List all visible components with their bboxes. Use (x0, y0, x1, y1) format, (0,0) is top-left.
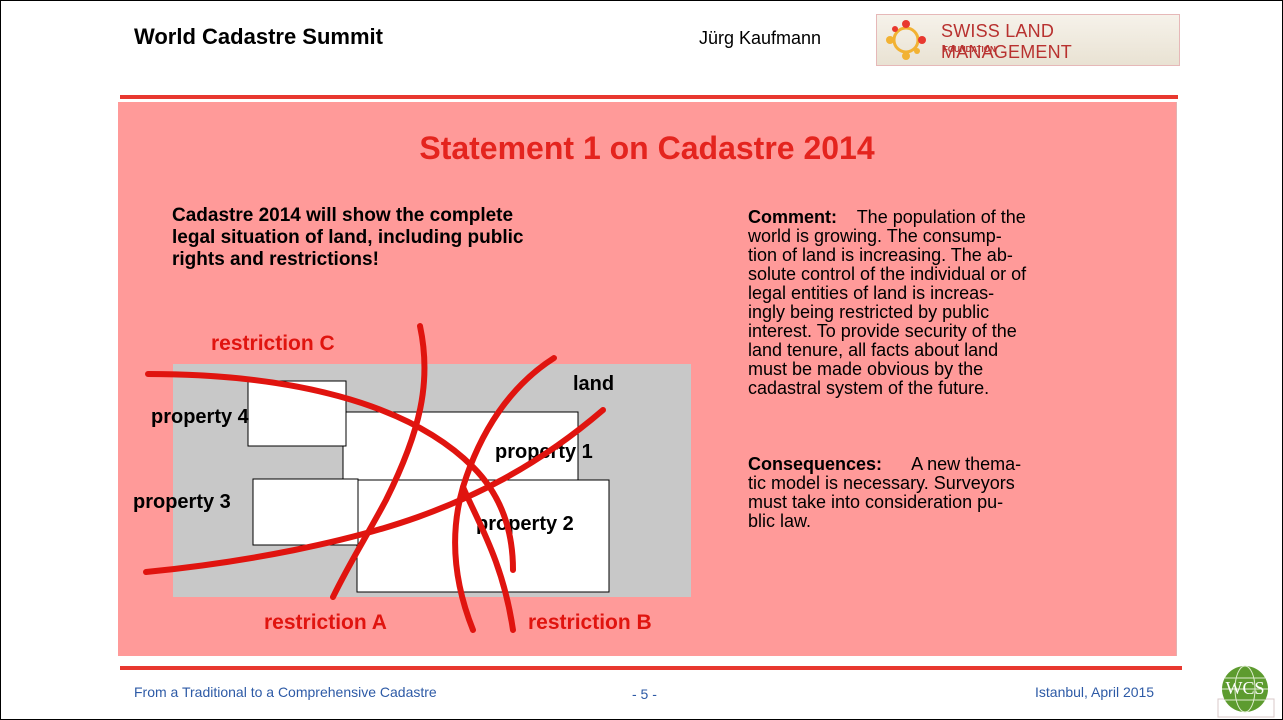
consequences-line: blic law. (748, 511, 812, 531)
comment-line: land tenure, all facts about land (748, 340, 999, 360)
comment-line: solute control of the individual or of (748, 264, 1027, 284)
statement-line: Cadastre 2014 will show the complete (172, 205, 514, 226)
footer-divider (120, 666, 1182, 670)
footer-location-date: Istanbul, April 2015 (1035, 684, 1155, 700)
property-1-parcel (342, 411, 579, 485)
property-4-parcel (247, 380, 347, 447)
consequences-text: A new thema- (911, 454, 1022, 474)
consequences-label: Consequences: (748, 454, 883, 474)
comment-line: tion of land is increasing. The ab- (748, 245, 1013, 265)
comment-text: The population of the (856, 207, 1026, 227)
property-4-label: property 4 (151, 406, 250, 428)
author-name: Jürg Kaufmann (699, 28, 822, 48)
statement-text: Cadastre 2014 will show the complete leg… (172, 205, 692, 271)
comment-line: must be made obvious by the (748, 359, 984, 379)
header-title: World Cadastre Summit (134, 24, 383, 49)
consequences-block: Consequences: A new thema- tic model is … (748, 455, 1164, 531)
logo-background (877, 15, 1179, 65)
comment-label: Comment: (748, 207, 837, 227)
comment-line: Comment: The population of the (748, 208, 1164, 227)
panel-right-edge (1176, 102, 1180, 656)
restriction-b-line (460, 484, 516, 633)
restriction-c-label: restriction C (211, 332, 335, 355)
restriction-b-label: restriction B (528, 611, 652, 634)
property-3-label: property 3 (133, 491, 231, 513)
restriction-a-label: restriction A (264, 611, 387, 634)
slide-content-panel: Statement 1 on Cadastre 2014 Cadastre 20… (118, 102, 1176, 656)
footer-page-number: - 5 - (632, 686, 657, 702)
statement-line: rights and restrictions! (172, 249, 379, 270)
slide-title: Statement 1 on Cadastre 2014 (419, 130, 875, 166)
property-2-label: property 2 (476, 513, 574, 535)
logo-subtext: FOUNDATION (943, 45, 996, 54)
footer-presentation-title: From a Traditional to a Comprehensive Ca… (134, 684, 437, 700)
consequences-line: tic model is necessary. Surveyors (748, 473, 1015, 493)
wcs-badge-text: WCS (1225, 678, 1264, 698)
restriction-lower-line (143, 407, 606, 575)
comment-line: interest. To provide security of the (748, 321, 1017, 341)
comment-line: world is growing. The consump- (748, 226, 1002, 246)
statement-line: legal situation of land, including publi… (172, 227, 524, 248)
restriction-c-line (330, 323, 428, 600)
logo-emblem-icon (886, 20, 926, 60)
restriction-arc-line (145, 371, 516, 573)
land-label: land (573, 373, 614, 395)
cadastre-diagram: land property 4 property 1 property 3 pr… (133, 323, 691, 634)
wcs-globe-logo: WCS (1217, 665, 1275, 718)
consequences-line: must take into consideration pu- (748, 492, 1004, 512)
comment-block: Comment: The population of the world is … (748, 208, 1164, 398)
logo-text: SWISS LAND MANAGEMENT (941, 21, 1073, 62)
property-3-parcel (252, 478, 359, 546)
header-divider (120, 95, 1178, 99)
comment-line: legal entities of land is increas- (748, 283, 995, 303)
comment-line: cadastral system of the future. (748, 378, 990, 398)
comment-line: ingly being restricted by public (748, 302, 990, 322)
consequences-line: Consequences: A new thema- (748, 455, 1164, 474)
swiss-land-management-logo: SWISS LAND MANAGEMENT FOUNDATION (876, 14, 1180, 66)
